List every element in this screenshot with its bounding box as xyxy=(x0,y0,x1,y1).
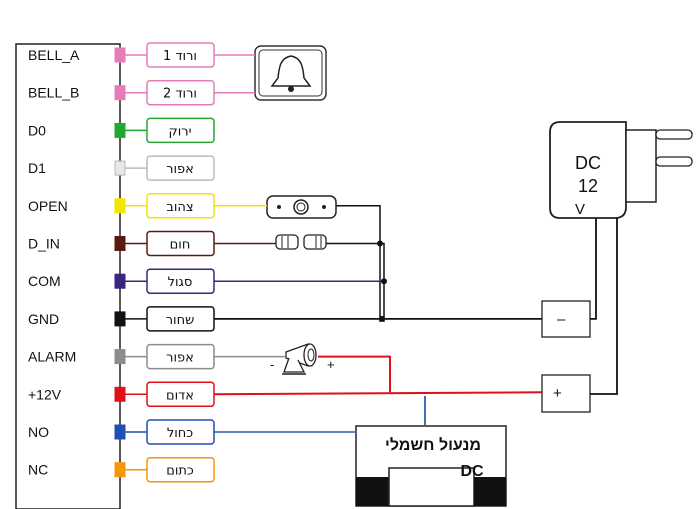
siren-plus-wire xyxy=(318,355,391,393)
wire-color-label: סגול xyxy=(168,275,193,290)
pin-label: D0 xyxy=(28,122,46,138)
pin-label: COM xyxy=(28,273,61,289)
adapter-plus-wire xyxy=(590,218,618,395)
siren-plus-label: + xyxy=(327,357,335,372)
junction-dot xyxy=(381,278,387,285)
siren-minus-label: - xyxy=(270,357,274,372)
wire-color-swatch xyxy=(114,424,126,440)
wire-color-swatch xyxy=(114,311,126,327)
pin-label: GND xyxy=(28,311,59,327)
pin-row: D0 ירוק xyxy=(28,117,215,144)
exit-button-icon xyxy=(266,195,337,219)
wire-color-label: ורוד 2 xyxy=(163,87,197,102)
pin-label: D_IN xyxy=(28,236,60,252)
wires xyxy=(213,54,618,433)
lock-subtitle: DC xyxy=(460,463,484,480)
wire-color-label: שחור xyxy=(166,313,195,328)
junction-dot xyxy=(379,315,385,322)
wire-color-swatch xyxy=(114,47,126,63)
wire-label-box xyxy=(146,117,215,144)
pin-row: BELL_B ורוד 2 xyxy=(28,79,215,106)
wire-color-label: צהוב xyxy=(166,200,193,215)
doorbell-icon xyxy=(254,45,327,101)
power-label-line3: V xyxy=(575,201,585,218)
wire-color-swatch xyxy=(114,236,126,251)
pin-row: D_IN חום xyxy=(28,230,215,257)
pin-row: D1 אפור xyxy=(28,155,215,181)
pin-label: BELL_A xyxy=(28,47,80,63)
wire-color-label: ירוק xyxy=(168,124,191,139)
controller-panel xyxy=(15,43,121,509)
pin-row: OPEN צהוב xyxy=(28,193,215,219)
wire-color-label: אפור xyxy=(166,351,194,366)
pin-row: ALARM אפור xyxy=(28,343,215,370)
wire-color-label: כחול xyxy=(167,426,193,441)
wire-color-swatch xyxy=(114,160,126,176)
adapter-minus-wire xyxy=(590,218,597,320)
wire-color-label: כתום xyxy=(166,464,194,479)
junction-dot xyxy=(377,240,383,247)
wire-color-swatch xyxy=(114,349,126,365)
power-label-line2: 12 xyxy=(578,176,598,196)
pin-row: NC כתום xyxy=(28,456,215,483)
pin-label: D1 xyxy=(28,160,46,176)
wire-color-swatch xyxy=(114,462,126,478)
lock-title: מנעול חשמלי xyxy=(385,436,481,454)
wire-color-swatch xyxy=(114,386,126,402)
pin-label: BELL_B xyxy=(28,85,79,101)
wire-label-box xyxy=(146,155,215,181)
wire-color-swatch xyxy=(114,198,126,214)
pin-row: GND שחור xyxy=(28,306,215,332)
wire-color-label: אדום xyxy=(166,388,194,403)
plus-terminal xyxy=(541,374,591,413)
plus-terminal-label: + xyxy=(553,385,562,402)
wire-color-swatch xyxy=(114,273,126,289)
siren-icon xyxy=(282,343,317,375)
pin-label: NC xyxy=(28,462,48,478)
pin-rows: BELL_A ורוד 1 BELL_B ורוד 2 D0 ירוק D1 אפור OPEN… xyxy=(28,42,215,483)
exit-button-return-wire xyxy=(336,205,381,322)
pin-row: COM סגול xyxy=(28,268,215,294)
pin-label: ALARM xyxy=(28,349,76,365)
door-sensor-icon xyxy=(275,234,327,250)
wire-color-label: אפור xyxy=(166,162,194,177)
pin-label: +12V xyxy=(28,386,62,402)
minus-terminal xyxy=(541,300,591,338)
pin-row: +12V אדום xyxy=(28,381,215,408)
electric-lock xyxy=(355,425,507,507)
door-sensor-return-wire xyxy=(326,242,385,322)
pin-label: NO xyxy=(28,424,49,440)
pin-row: BELL_A ורוד 1 xyxy=(28,42,215,68)
wire-color-label: ורוד 1 xyxy=(163,49,197,64)
wire-label-box xyxy=(146,456,215,483)
power-adapter-icon xyxy=(549,121,693,219)
wire-color-label: חום xyxy=(170,238,191,253)
power-plus-wire xyxy=(213,391,543,396)
pin-label: OPEN xyxy=(28,198,68,214)
wire-color-swatch xyxy=(114,85,126,101)
wire-color-swatch xyxy=(114,122,126,138)
power-label-line1: DC xyxy=(575,153,601,173)
minus-terminal-label: – xyxy=(557,311,566,328)
